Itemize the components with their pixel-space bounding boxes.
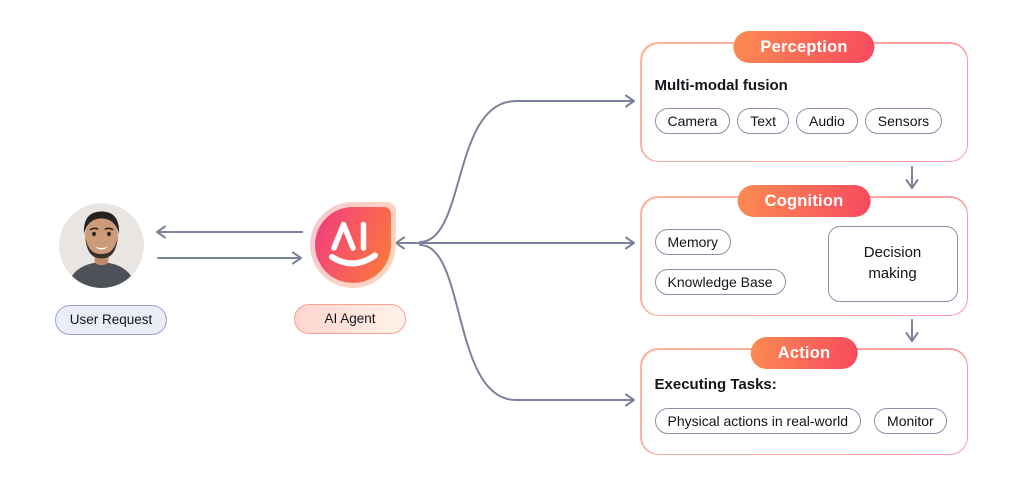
arrowhead-right-action xyxy=(625,393,635,407)
ai-agent-label: AI Agent xyxy=(294,304,406,334)
pill-sensors: Sensors xyxy=(864,107,943,134)
arrowhead-right-cognition xyxy=(625,236,635,250)
arrowhead-down-action xyxy=(905,332,919,342)
arrow-agent-to-action xyxy=(419,244,633,401)
pill-memory: Memory xyxy=(654,228,732,255)
arrowhead-right-perception xyxy=(625,94,635,108)
arrowhead-down-cognition xyxy=(905,179,919,189)
arrowhead-left-user xyxy=(156,225,166,239)
action-header: Action xyxy=(750,336,858,369)
action-pill-row: Physical actions in real-world Monitor xyxy=(654,407,947,434)
user-portrait-illustration xyxy=(59,203,144,288)
perception-box-inner: Perception Multi-modal fusion Camera Tex… xyxy=(641,30,967,161)
pill-physical-actions: Physical actions in real-world xyxy=(654,407,862,434)
pill-knowledge-base: Knowledge Base xyxy=(654,268,786,295)
pill-monitor: Monitor xyxy=(874,407,947,434)
ai-agent-logo-face xyxy=(315,207,391,283)
ai-agent-logo xyxy=(310,202,396,288)
arrowhead-left-agent xyxy=(395,236,405,250)
pill-camera: Camera xyxy=(654,107,731,134)
perception-pill-row: Camera Text Audio Sensors xyxy=(654,107,943,134)
cognition-box-inner: Cognition Memory Knowledge Base Decision… xyxy=(641,184,967,315)
action-subtitle: Executing Tasks: xyxy=(654,375,777,393)
arrowhead-right-agent xyxy=(292,251,302,265)
user-request-label: User Request xyxy=(55,305,167,335)
action-box-inner: Action Executing Tasks: Physical actions… xyxy=(641,336,967,454)
pill-audio: Audio xyxy=(795,107,858,134)
perception-header: Perception xyxy=(733,30,875,63)
perception-subtitle: Multi-modal fusion xyxy=(654,76,788,94)
perception-box: Perception Multi-modal fusion Camera Tex… xyxy=(640,30,968,162)
ai-letters-smile-icon xyxy=(329,221,378,267)
decision-making-box: Decision making xyxy=(827,225,958,302)
action-box: Action Executing Tasks: Physical actions… xyxy=(640,336,968,455)
cognition-header: Cognition xyxy=(737,184,871,217)
pill-text: Text xyxy=(737,107,789,134)
user-avatar xyxy=(59,203,144,288)
arrow-agent-to-perception xyxy=(419,100,633,243)
cognition-box: Cognition Memory Knowledge Base Decision… xyxy=(640,184,968,316)
